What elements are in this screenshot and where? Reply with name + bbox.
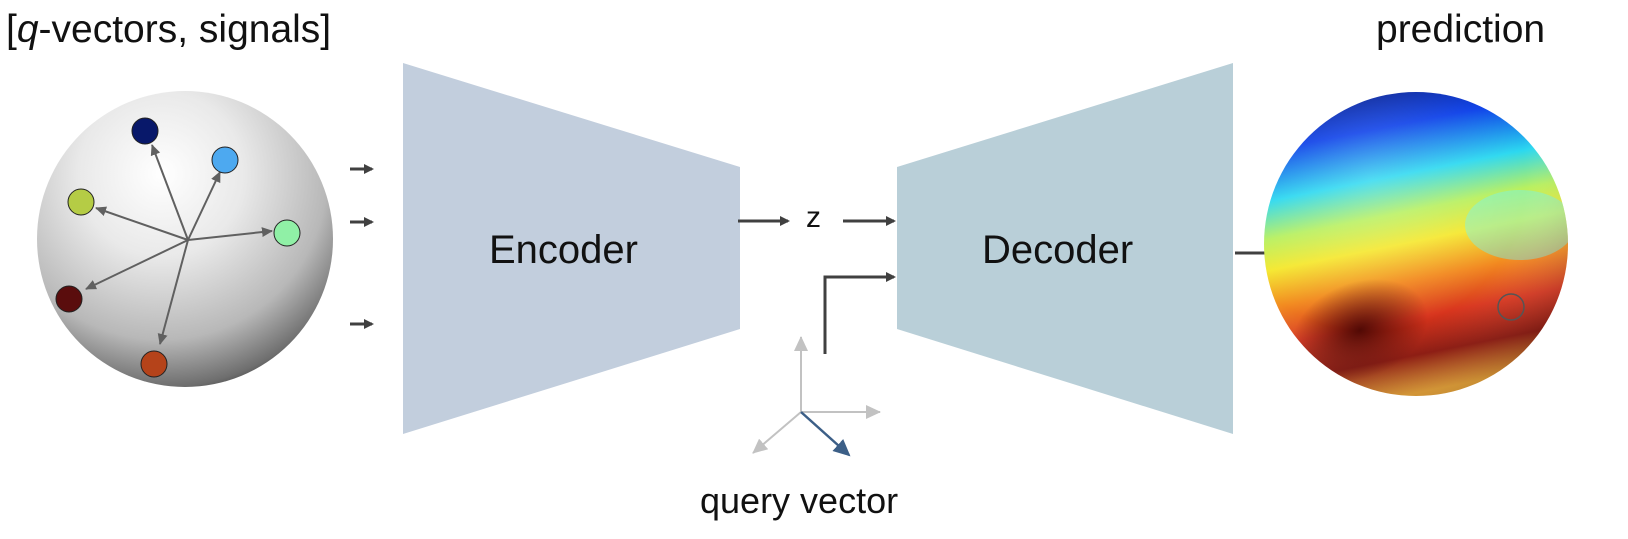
prediction-sphere xyxy=(1264,92,1568,396)
q-point-3 xyxy=(67,188,95,216)
axis-left-down-arrow xyxy=(752,411,802,454)
q-vectors xyxy=(85,144,273,345)
query-vector-label: query vector xyxy=(700,480,899,521)
q-point-2 xyxy=(211,146,239,174)
query-to-decoder-arrow xyxy=(823,272,896,354)
q-vector-arrow-1 xyxy=(150,144,189,241)
encoder-label: Encoder xyxy=(489,228,638,272)
prediction-title: prediction xyxy=(1376,8,1546,51)
decoder-block xyxy=(897,63,1233,434)
q-vector-arrow-6 xyxy=(157,239,189,345)
q-vector-arrow-2 xyxy=(187,171,221,241)
decoder-label: Decoder xyxy=(982,228,1134,272)
query-vector-axes xyxy=(752,336,881,457)
input-arrows xyxy=(350,164,374,329)
query-vector-arrow xyxy=(800,411,851,457)
q-point-5 xyxy=(55,285,83,313)
q-vector-arrow-3 xyxy=(95,206,189,241)
q-point-1 xyxy=(131,117,159,145)
q-vector-arrow-4 xyxy=(187,227,273,241)
encoder-block xyxy=(403,63,740,434)
q-point-6 xyxy=(140,350,168,378)
query-point-marker xyxy=(1497,293,1525,321)
q-vector-arrow-5 xyxy=(85,239,189,290)
latent-z-label: z xyxy=(806,201,821,234)
input-title: [q-vectors, signals] xyxy=(6,8,332,51)
q-points xyxy=(55,117,301,378)
q-point-4 xyxy=(273,219,301,247)
